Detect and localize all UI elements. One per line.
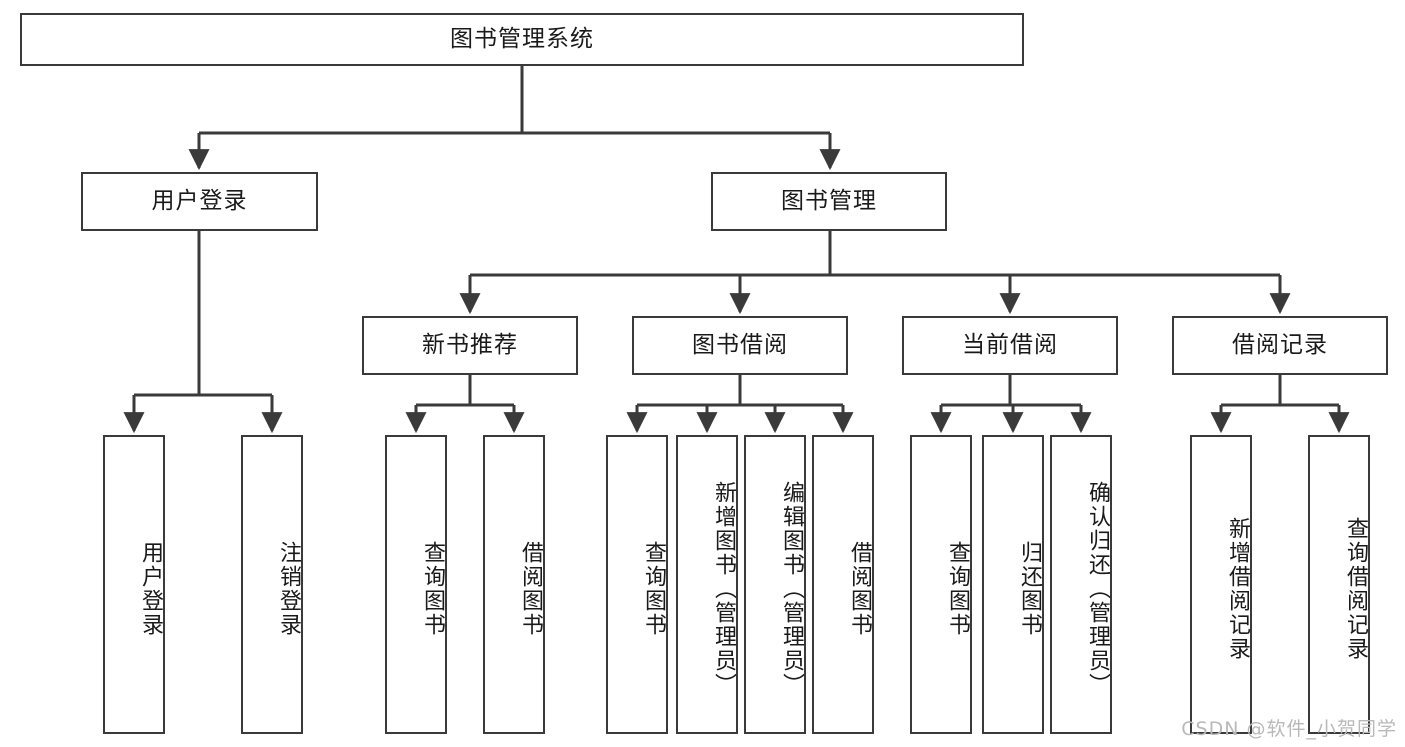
leaf-label: 查询图书 [945, 540, 970, 637]
node-book-management[interactable]: 图书管理 [711, 172, 947, 231]
leaf-edit-book[interactable]: 编辑图书（管理员） [744, 435, 806, 734]
node-current-borrow[interactable]: 当前借阅 [902, 316, 1118, 375]
leaf-query-book-recommend[interactable]: 查询图书 [385, 435, 447, 734]
leaf-user-login[interactable]: 用户登录 [103, 435, 165, 734]
leaf-label: 新增借阅记录 [1225, 516, 1250, 661]
leaf-label: 借阅图书 [518, 540, 543, 637]
node-current-borrow-label: 当前借阅 [962, 331, 1058, 358]
node-root[interactable]: 图书管理系统 [20, 13, 1024, 66]
leaf-label: 借阅图书 [847, 540, 872, 637]
leaf-label: 注销登录 [276, 540, 301, 637]
node-new-book-recommend[interactable]: 新书推荐 [362, 316, 578, 375]
leaf-label: 归还图书 [1017, 540, 1042, 637]
node-user-login[interactable]: 用户登录 [81, 172, 318, 231]
node-borrow-record-label: 借阅记录 [1232, 331, 1328, 358]
leaf-label: 确认归还（管理员） [1085, 480, 1110, 697]
leaf-add-book[interactable]: 新增图书（管理员） [676, 435, 738, 734]
leaf-borrow-book[interactable]: 借阅图书 [812, 435, 874, 734]
leaf-return-book[interactable]: 归还图书 [982, 435, 1044, 734]
leaf-add-borrow-record[interactable]: 新增借阅记录 [1190, 435, 1252, 734]
leaf-label: 新增图书（管理员） [711, 480, 736, 697]
node-book-borrow-label: 图书借阅 [692, 331, 788, 358]
csdn-watermark: CSDN @软件_小贺同学 [1181, 718, 1397, 740]
leaf-query-book-current[interactable]: 查询图书 [910, 435, 972, 734]
node-book-borrow[interactable]: 图书借阅 [632, 316, 848, 375]
node-borrow-record[interactable]: 借阅记录 [1172, 316, 1388, 375]
leaf-label: 查询图书 [641, 540, 666, 637]
leaf-query-borrow-record[interactable]: 查询借阅记录 [1308, 435, 1370, 734]
leaf-label: 用户登录 [138, 540, 163, 637]
leaf-borrow-book-recommend[interactable]: 借阅图书 [483, 435, 545, 734]
leaf-label: 查询图书 [420, 540, 445, 637]
node-user-login-label: 用户登录 [151, 187, 248, 214]
node-new-book-recommend-label: 新书推荐 [422, 331, 518, 358]
node-book-management-label: 图书管理 [781, 187, 877, 214]
leaf-label: 查询借阅记录 [1343, 516, 1368, 661]
leaf-user-logout[interactable]: 注销登录 [241, 435, 303, 734]
leaf-query-book-borrow[interactable]: 查询图书 [606, 435, 668, 734]
node-root-label: 图书管理系统 [450, 25, 594, 52]
leaf-confirm-return[interactable]: 确认归还（管理员） [1050, 435, 1112, 734]
leaf-label: 编辑图书（管理员） [779, 480, 804, 697]
